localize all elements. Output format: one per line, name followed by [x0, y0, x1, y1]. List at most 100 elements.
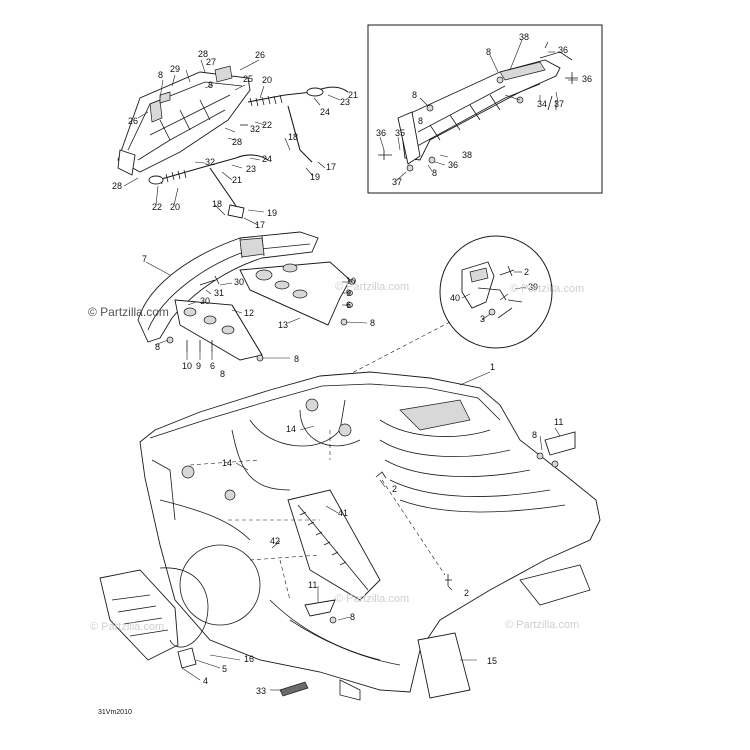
callout-number: 33	[256, 686, 266, 696]
drawing-code: 31Vm2010	[98, 709, 132, 716]
callout-number: 34	[537, 99, 547, 109]
hood-cable-upper	[240, 86, 349, 163]
callout-number: 5	[222, 664, 227, 674]
callout-number: 28	[112, 181, 122, 191]
callout-number: 21	[348, 90, 358, 100]
callout-number: 18	[288, 132, 298, 142]
callout-number: 23	[246, 164, 256, 174]
alignment-dashes	[189, 430, 331, 601]
callout-number: 32	[205, 157, 215, 167]
bracket-11-lower	[304, 599, 337, 624]
callout-number: 4	[203, 676, 208, 686]
callout-number: 24	[320, 107, 330, 117]
bottom-leader-lines	[181, 371, 561, 691]
callout-number: 11	[308, 580, 317, 590]
callout-number: 9	[196, 361, 201, 371]
callout-number: 8	[155, 342, 160, 352]
bumper-support-bracket-right	[239, 261, 351, 326]
callout-number: 24	[262, 154, 272, 164]
callout-number: 9	[346, 288, 351, 298]
callout-number: 3	[480, 314, 485, 324]
callout-number: 30	[200, 296, 210, 306]
callout-number: 1	[490, 362, 495, 372]
side-panel-left	[99, 567, 209, 669]
callout-number: 16	[244, 654, 254, 664]
callout-number: 13	[278, 320, 288, 330]
strip-33	[279, 681, 309, 697]
plate-15	[417, 632, 471, 699]
callout-number: 12	[244, 308, 254, 318]
callout-number: 23	[340, 97, 350, 107]
callout-number: 8	[412, 90, 417, 100]
slide-rail-41	[287, 489, 381, 601]
callout-number: 17	[255, 220, 265, 230]
callout-number: 8	[350, 612, 355, 622]
callout-number: 8	[158, 70, 163, 80]
callout-number: 21	[232, 175, 242, 185]
upper-left-leader-lines	[123, 59, 341, 226]
callout-number: 38	[519, 32, 529, 42]
callout-number: 18	[212, 199, 222, 209]
callout-number: 8	[418, 116, 423, 126]
hood-cable-lower	[148, 154, 269, 219]
callout-number: 8	[532, 430, 537, 440]
callout-number: 8	[370, 318, 375, 328]
callout-number: 8	[486, 47, 491, 57]
watermark-main: © Partzilla.com	[88, 305, 169, 319]
callout-number: 19	[267, 208, 277, 218]
callout-number: 19	[310, 172, 320, 182]
bracket-11-right	[536, 431, 576, 468]
callout-number: 40	[450, 293, 460, 303]
callout-number: 37	[554, 99, 564, 109]
watermark: © Partzilla.com	[510, 283, 584, 295]
callout-number: 2	[524, 267, 529, 277]
callout-number: 28	[232, 137, 242, 147]
callout-number: 22	[152, 202, 162, 212]
watermark: © Partzilla.com	[505, 619, 579, 631]
callout-number: 14	[222, 458, 232, 468]
callout-number: 11	[554, 417, 563, 427]
callout-number: 29	[170, 64, 180, 74]
rear-bumper-bracket-assembly	[117, 65, 251, 176]
callout-number: 2	[392, 484, 397, 494]
callout-number: 10	[346, 276, 356, 286]
callout-number: 8	[220, 369, 225, 379]
callout-number: 30	[234, 277, 244, 287]
inset-bracket-assembly	[378, 41, 578, 172]
main-bottom-pan	[139, 371, 601, 701]
callout-number: 7	[142, 254, 147, 264]
callout-number: 15	[487, 656, 497, 666]
callout-number: 27	[206, 57, 216, 67]
callout-number: 42	[270, 536, 280, 546]
callout-number: 20	[170, 202, 180, 212]
watermark: © Partzilla.com	[90, 621, 164, 633]
callout-number: 8	[432, 168, 437, 178]
callout-number: 10	[182, 361, 192, 371]
callout-number: 6	[346, 300, 351, 310]
callout-number: 8	[208, 80, 213, 90]
callout-number: 38	[462, 150, 472, 160]
callout-number: 28	[198, 49, 208, 59]
callout-number: 26	[128, 116, 138, 126]
callout-number: 2	[464, 588, 469, 598]
middle-leader-lines	[145, 261, 368, 360]
callout-number: 37	[392, 177, 402, 187]
callout-number: 17	[326, 162, 336, 172]
inset-leader-lines	[379, 39, 578, 182]
callout-number: 22	[262, 120, 272, 130]
callout-number: 20	[262, 75, 272, 85]
watermarks: © Partzilla.com © Partzilla.com © Partzi…	[90, 281, 584, 633]
bumper-support-bracket-left	[174, 299, 263, 361]
callout-number: 32	[250, 124, 260, 134]
callout-number: 26	[255, 50, 265, 60]
watermark: © Partzilla.com	[335, 593, 409, 605]
callout-number: 6	[210, 361, 215, 371]
rivet-2-hardware	[375, 471, 452, 586]
callout-number: 41	[338, 508, 348, 518]
callout-number: 36	[448, 160, 458, 170]
callout-number: 8	[294, 354, 299, 364]
callout-number: 35	[395, 128, 405, 138]
detail-inset-frame	[367, 24, 603, 194]
